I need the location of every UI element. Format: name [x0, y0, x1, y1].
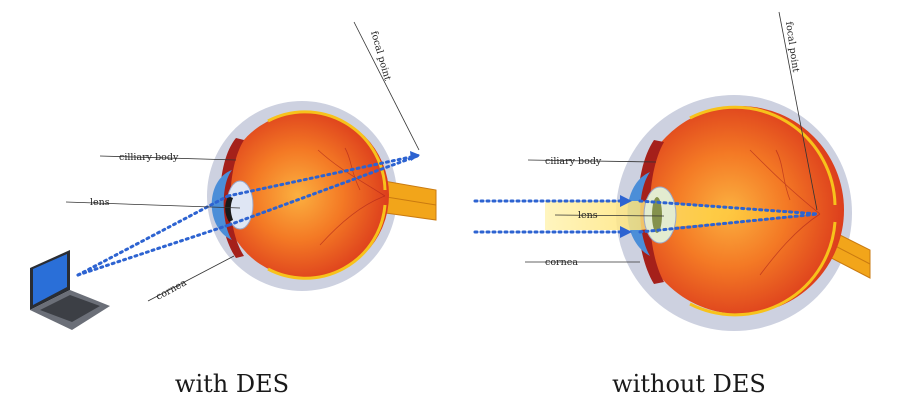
- label-ciliary-body: ciliary body: [545, 156, 602, 167]
- label-lens: lens: [90, 197, 110, 208]
- caption-with-des: with DES: [175, 370, 289, 398]
- label-cornea: cornea: [545, 257, 578, 268]
- label-lens: lens: [578, 210, 598, 221]
- caption-without-des: without DES: [612, 370, 766, 398]
- laptop-icon: [30, 250, 110, 330]
- panel-without-des: focal point ciliary body lens cornea wit…: [473, 11, 871, 398]
- panel-with-des: focal point cilliary body lens cornea wi…: [30, 21, 437, 398]
- rays-without-des: [473, 199, 820, 234]
- label-focal-point: focal point: [368, 30, 393, 82]
- rays-with-des: [76, 153, 422, 277]
- label-cornea: cornea: [154, 277, 189, 302]
- light-beam: [545, 201, 818, 230]
- cornea: [211, 170, 232, 240]
- label-ciliary-body: cilliary body: [119, 152, 179, 163]
